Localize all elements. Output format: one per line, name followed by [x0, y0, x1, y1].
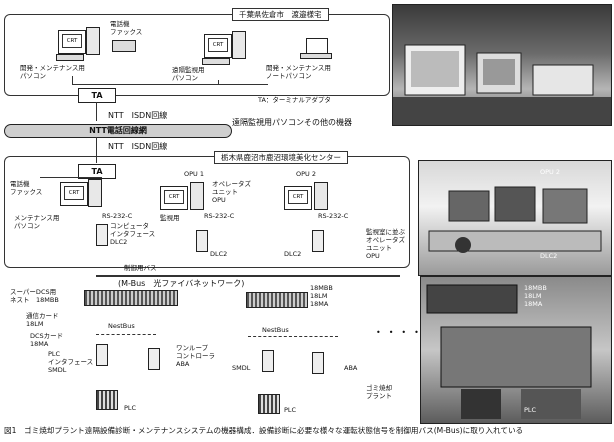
- isdn-bottom-line: [96, 137, 97, 163]
- photo2-plc-label: PLC: [524, 406, 537, 414]
- isdn-bottom-label: NTT ISDN回線: [108, 142, 168, 151]
- crt-monitor: CRT: [58, 30, 86, 54]
- computer-if-label: コンピュータ インタフェース DLC2: [110, 222, 156, 246]
- nestbus-2-line: [248, 336, 338, 337]
- nestbus-label-1: NestBus: [108, 322, 135, 330]
- notebook-label: 開発・メンテナンス用 ノートパソコン: [266, 64, 331, 80]
- comm-card-label: 通信カード 18LM: [26, 312, 59, 328]
- smdl-label: SMDL: [232, 364, 251, 372]
- notebook-base: [300, 53, 332, 59]
- rs232-label-1: RS-232-C: [102, 212, 133, 220]
- bottom-site-title: 栃木県鹿沼市鹿沼環境美化センター: [214, 151, 348, 164]
- operator-unit-label: オペレータズ ユニット OPU: [212, 180, 251, 204]
- monitor-pc-label: 監視用: [160, 214, 180, 222]
- keyboard: [56, 54, 84, 61]
- dlc2-module-2: [196, 230, 208, 252]
- dlc2-label-a: DLC2: [210, 250, 228, 258]
- aba-label: ABA: [344, 364, 358, 372]
- fax-machine: [112, 40, 136, 52]
- photo2-plant-label: ゴミ焼却 プラント: [366, 384, 392, 400]
- remote-pc-photo: [392, 4, 612, 126]
- opu2-label: OPU 2: [296, 170, 316, 178]
- keyboard-remote: [202, 58, 230, 65]
- nestbus-1-line: [96, 334, 156, 335]
- figure-caption: 図1 ゴミ焼却プラント遠隔設備診断・メンテナンスシステムの機器構成．設備診断に必…: [4, 426, 524, 435]
- top-site-title: 千葉県佐倉市 渡邉様宅: [232, 8, 329, 21]
- smdl-module-2: [262, 350, 274, 372]
- pc-maint-label: メンテナンス用 パソコン: [14, 214, 60, 230]
- smdl-module-1: [96, 344, 108, 366]
- pc-dev-label: 開発・メンテナンス用 パソコン: [20, 64, 85, 80]
- plant-photo: [420, 276, 612, 424]
- plc-if-label: PLC インタフェース SMDL: [48, 350, 94, 374]
- terminal-adapter-bottom: TA: [78, 164, 116, 179]
- rack2-label: 18MBB 18LM 18MA: [310, 284, 333, 308]
- bottom-site-region: [4, 156, 410, 268]
- plc-unit-2: [258, 394, 280, 414]
- plc-label-1: PLC: [124, 404, 137, 412]
- bottom-phone-fax-label: 電話機 ファックス: [10, 180, 43, 196]
- opu2-tower: [314, 182, 328, 210]
- plc-unit-1: [96, 390, 118, 410]
- isdn-top-label: NTT ISDN回線: [108, 111, 168, 120]
- photo1-caption: 監視室に並ぶ オペレータズ ユニット OPU: [366, 228, 405, 260]
- bottom-crt-opu2: CRT: [284, 186, 312, 210]
- ta-note: TA：ターミナルアダプタ: [258, 96, 331, 104]
- top-bus: [72, 84, 268, 85]
- pc-remote-label: 遠隔監視用 パソコン: [172, 66, 205, 82]
- phone-fax-label: 電話機 ファックス: [110, 20, 143, 36]
- opu1-label: OPU 1: [184, 170, 204, 178]
- pc-tower: [86, 27, 100, 55]
- photo1-dlc-label: DLC2: [540, 252, 558, 260]
- photo1-opu-label: OPU 2: [540, 168, 560, 176]
- control-room-photo: [418, 160, 612, 276]
- top-site-region: [4, 14, 390, 96]
- photo2-rack-label: 18MBB 18LM 18MA: [524, 284, 547, 308]
- bottom-tower-maint: [88, 179, 102, 207]
- rs232-label-2: RS-232-C: [204, 212, 235, 220]
- mbus-label: (M-Bus 光ファイバネットワーク): [118, 279, 245, 288]
- ellipsis-dots: • • • •: [376, 328, 419, 337]
- crt-monitor-remote: CRT: [204, 34, 232, 58]
- dlc2-module-3: [312, 230, 324, 252]
- nestbus-label-2: NestBus: [262, 326, 289, 334]
- rs232-label-3: RS-232-C: [318, 212, 349, 220]
- ntt-network: NTT電話回線網: [4, 124, 232, 138]
- control-room-photo-art: [428, 186, 602, 253]
- second-rack: [246, 292, 308, 308]
- plc-label-2: PLC: [284, 406, 297, 414]
- aba-module-1: [148, 348, 160, 370]
- remote-pc-photo-art: [393, 44, 611, 125]
- bottom-crt-maint: CRT: [60, 182, 88, 206]
- one-loop-label: ワンループ コントローラ ABA: [176, 344, 215, 368]
- photo-top-caption: 遠隔監視用パソコンその他の機器: [232, 118, 352, 127]
- terminal-adapter-top: TA: [78, 88, 116, 103]
- link-dev: [72, 76, 73, 84]
- bottom-crt-monitor: CRT: [160, 186, 188, 210]
- pc-tower-remote: [232, 31, 246, 59]
- dcs-card-label: DCSカード 18MA: [30, 332, 64, 348]
- aba-module-2: [312, 352, 324, 374]
- super-dcs-label: スーパーDCS用 ネスト 18MBB: [10, 288, 59, 304]
- opu1-tower: [190, 182, 204, 210]
- ta-bottom-link: [40, 177, 102, 178]
- plant-photo-art: [426, 284, 592, 419]
- isdn-top-line: [96, 102, 97, 121]
- control-bus-label: 制御用バス: [124, 264, 157, 272]
- notebook-pc: [306, 38, 328, 54]
- link-remote: [218, 80, 219, 84]
- mbus-line: [96, 275, 400, 277]
- dlc2-module-1: [96, 224, 108, 246]
- dlc2-label-b: DLC2: [284, 250, 302, 258]
- super-dcs-rack: [84, 290, 178, 306]
